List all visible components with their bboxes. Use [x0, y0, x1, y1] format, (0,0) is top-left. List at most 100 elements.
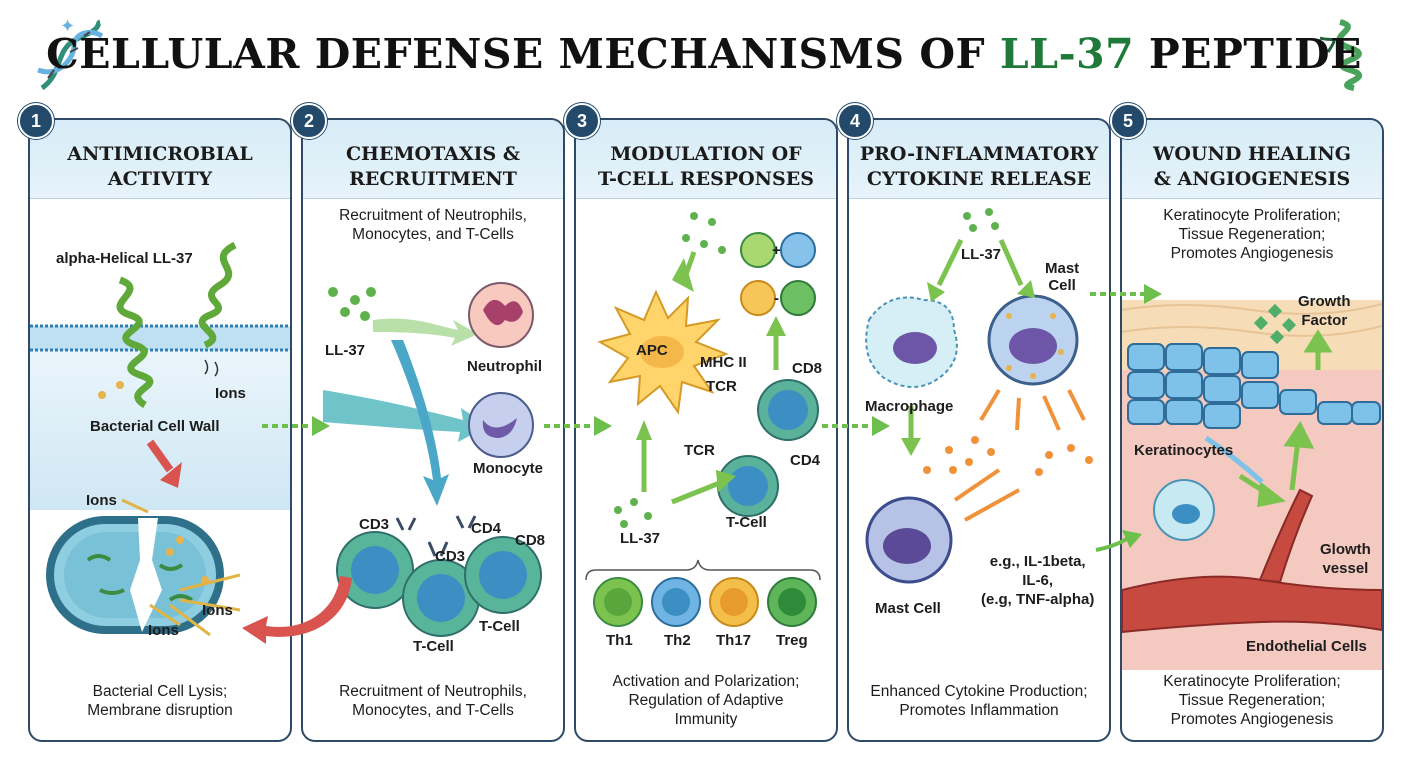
chemotaxis-illustration	[323, 282, 542, 637]
label-th17: Th17	[716, 632, 752, 649]
panel-chemotaxis-recruitment: CHEMOTAXIS & RECRUITMENT Recruitment of …	[301, 118, 565, 742]
label-tcell: T-Cell	[726, 514, 767, 531]
label-mhc-ii: MHC II	[700, 354, 747, 371]
label-alpha-helical-ll37: alpha-Helical LL-37	[56, 250, 193, 267]
panel-cytokine-release: PRO-INFLAMMATORY CYTOKINE RELEASE	[847, 118, 1111, 742]
label-macrophage: Macrophage	[865, 398, 954, 415]
label-ions: Ions	[86, 492, 117, 509]
tcell-group	[336, 515, 542, 637]
connector-arrow	[1090, 284, 1162, 304]
label-cd3: CD3	[435, 548, 466, 565]
label-cytokines: e.g., IL-1beta, IL-6, (e.g, TNF-alpha)	[981, 553, 1095, 608]
connector-arrow-curved	[242, 576, 352, 644]
blood-vessel	[1122, 488, 1382, 634]
panel-title: WOUND HEALING & ANGIOGENESIS	[1153, 143, 1351, 190]
connector-arrow	[822, 416, 890, 436]
tcell-modulation-illustration	[585, 212, 821, 627]
label-growth-factor: Growth Factor	[1298, 293, 1351, 329]
step-badge-2: 2	[291, 103, 327, 139]
label-th2: Th2	[664, 632, 691, 649]
treg-cell	[767, 577, 817, 627]
macrophage-cell	[865, 296, 958, 388]
ll37-helix-right	[198, 241, 237, 349]
label-ions: Ions	[202, 602, 233, 619]
label-monocyte: Monocyte	[473, 460, 544, 477]
mast-cell-bottom	[865, 496, 953, 584]
protein-ribbon-icon	[1319, 19, 1362, 91]
antimicrobial-illustration	[30, 241, 290, 637]
label-cd8: CD8	[792, 360, 823, 377]
label-th1: Th1	[606, 632, 633, 649]
label-cd8: CD8	[515, 532, 546, 549]
label-ll37: LL-37	[961, 246, 1002, 263]
dna-icon: ✦	[37, 18, 104, 91]
growth-factor-particles	[1253, 303, 1297, 345]
label-apc: APC	[636, 342, 668, 359]
label-minus: -	[774, 290, 779, 307]
svg-text:✦: ✦	[60, 18, 75, 36]
panel-title: PRO-INFLAMMATORY CYTOKINE RELEASE	[859, 143, 1099, 190]
label-tcr: TCR	[684, 442, 715, 459]
panel-header	[30, 120, 290, 199]
membrane-bilayer	[30, 324, 290, 352]
monocyte-cell	[468, 392, 534, 458]
wound-healing-illustration	[1122, 300, 1382, 670]
neutrophil-cell	[468, 282, 534, 348]
panel-caption: Enhanced Cytokine Production; Promotes I…	[870, 683, 1088, 719]
label-plus: +	[772, 242, 781, 259]
cytokine-illustration	[865, 208, 1093, 584]
lysed-bacterium	[46, 516, 224, 634]
panel-caption: Activation and Polarization; Regulation …	[612, 673, 800, 728]
th1-cell	[593, 577, 643, 627]
connector-arrow	[1095, 530, 1142, 552]
label-bacterial-cell-wall: Bacterial Cell Wall	[90, 418, 220, 435]
label-ll37: LL-37	[325, 342, 366, 359]
step-badge-4: 4	[837, 103, 873, 139]
panel-header	[303, 120, 563, 199]
panel-antimicrobial-activity: ANTIMICROBIAL ACTIVITY	[28, 118, 292, 742]
label-neutrophil: Neutrophil	[467, 358, 542, 375]
panel-caption: Keratinocyte Proliferation; Tissue Regen…	[1163, 673, 1341, 728]
label-mast-cell: Mast Cell	[1045, 260, 1080, 294]
step-badge-3: 3	[564, 103, 600, 139]
th2-cell	[651, 577, 701, 627]
th17-cell	[709, 577, 759, 627]
label-growth-vessel: Glowth vessel	[1320, 541, 1371, 577]
cell-keratinocyte	[1153, 479, 1215, 541]
panel-tcell-modulation: MODULATION OF T-CELL RESPONSES	[574, 118, 838, 742]
connector-arrow	[544, 416, 612, 436]
panel-header	[576, 120, 836, 199]
label-endothelial-cells: Endothelial Cells	[1246, 638, 1367, 655]
tcell-cd4	[717, 455, 779, 517]
page-title: CELLULAR DEFENSE MECHANISMS OF LL-37 PEP…	[46, 30, 1362, 78]
panel-subtitle: Recruitment of Neutrophils, Monocytes, a…	[339, 207, 527, 243]
label-keratinocytes: Keratinocytes	[1134, 442, 1234, 459]
panel-title: MODULATION OF T-CELL RESPONSES	[598, 143, 814, 190]
label-cd3: CD3	[359, 516, 390, 533]
label-tcell: T-Cell	[479, 618, 520, 635]
panel-title: CHEMOTAXIS & RECRUITMENT	[345, 143, 521, 190]
label-tcr: TCR	[706, 378, 737, 395]
label-treg: Treg	[776, 632, 808, 649]
mast-cell-top	[987, 294, 1079, 386]
connector-arrow	[262, 416, 330, 436]
label-cd4: CD4	[790, 452, 821, 469]
label-cd4: CD4	[471, 520, 502, 537]
apc-cell	[597, 289, 729, 415]
panel-subtitle: Keratinocyte Proliferation; Tissue Regen…	[1163, 207, 1341, 262]
panel-title: ANTIMICROBIAL ACTIVITY	[67, 143, 253, 190]
panel-header	[849, 120, 1109, 199]
tcell-cd8	[757, 379, 819, 441]
step-badge-1: 1	[18, 103, 54, 139]
panel-header	[1122, 120, 1382, 199]
panel-caption: Recruitment of Neutrophils, Monocytes, a…	[339, 683, 527, 719]
label-tcell: T-Cell	[413, 638, 454, 655]
ll37-particles	[328, 287, 376, 321]
label-mast-cell: Mast Cell	[875, 600, 941, 617]
label-ions: Ions	[148, 622, 179, 639]
step-badge-5: 5	[1110, 103, 1146, 139]
keratinocyte-layer	[1127, 343, 1381, 429]
label-ions: Ions	[215, 385, 246, 402]
label-ll37: LL-37	[620, 530, 661, 547]
panel-wound-healing: WOUND HEALING & ANGIOGENESIS	[1120, 118, 1384, 742]
